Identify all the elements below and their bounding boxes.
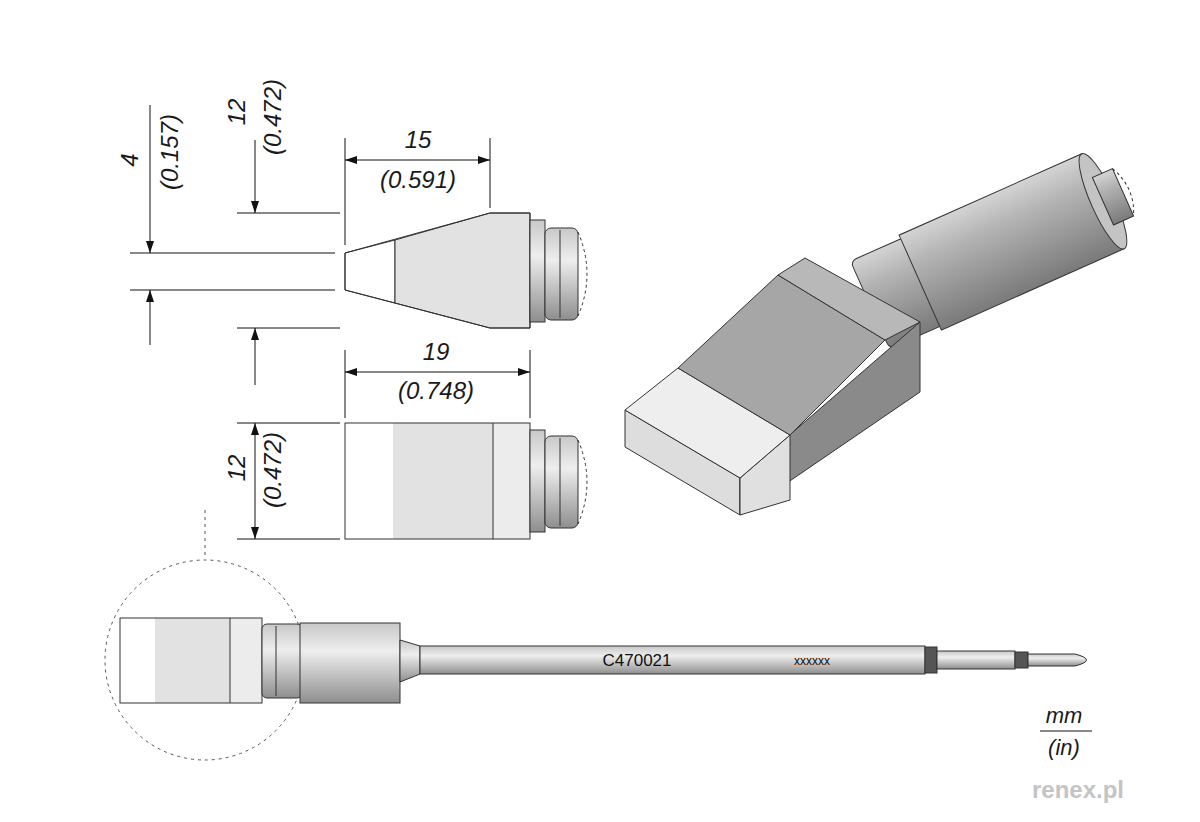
tip-top-view-part [578, 232, 587, 316]
tip-full-view-part [1015, 652, 1028, 668]
dimension-lines [130, 105, 1092, 731]
watermark: renex.pl [1032, 778, 1124, 802]
dimension-value: 4 [118, 153, 142, 166]
dimension-inch: (0.748) [398, 379, 474, 403]
tip-top-view [345, 213, 587, 328]
tip-full-view-part [1028, 654, 1087, 666]
dimension-value: 19 [423, 340, 450, 364]
tip-3d-view-part-part [1112, 166, 1139, 216]
dimension-value: 12 [225, 99, 249, 126]
tip-side-view-part [393, 423, 493, 539]
tip-full-view-part [120, 618, 262, 703]
tip-top-view-part [545, 228, 578, 320]
dimension-lines-part [255, 423, 256, 539]
tip-side-view-part [530, 430, 545, 532]
dimension-inch: (0.472) [261, 79, 285, 155]
tip-full-view-part [205, 510, 206, 558]
unit-label: mm [1046, 705, 1083, 727]
tip-full-view-part [230, 618, 262, 703]
dimension-value: 15 [405, 128, 432, 152]
dimension-lines-part [345, 372, 530, 373]
dimension-lines-part [130, 253, 335, 254]
dimension-inch: (0.591) [380, 168, 456, 192]
tip-top-view-part [560, 230, 561, 318]
dimension-lines-part [237, 328, 340, 329]
tip-full-view-part [155, 618, 230, 703]
tip-side-view-part [560, 438, 561, 526]
dimension-inch: (0.472) [261, 432, 285, 508]
dimension-lines-part [237, 539, 340, 540]
part-number: C470021 [602, 652, 671, 669]
tip-full-view-part [262, 624, 302, 698]
tip-top-view-part [345, 213, 530, 328]
tip-3d-view-part-part [1071, 149, 1135, 254]
tip-full-view-part [105, 560, 305, 760]
dimension-lines-part [530, 350, 531, 418]
tip-full-view [105, 510, 1087, 760]
tip-side-view-part [345, 423, 530, 539]
dimension-inch: (0.157) [158, 114, 182, 190]
tip-full-view-part [925, 647, 937, 673]
dimension-lines-part [255, 140, 256, 213]
tip-side-view-part [493, 423, 494, 539]
tip-3d-view-part-part [1092, 169, 1133, 225]
dimension-lines-part [237, 213, 340, 214]
serial-placeholder: xxxxxx [794, 655, 830, 667]
tip-full-view-part [120, 618, 155, 703]
dimension-value: 12 [225, 455, 249, 482]
dimension-lines-part [237, 423, 340, 424]
tip-full-view-part [420, 646, 925, 674]
dimension-lines-part [490, 138, 491, 208]
dimension-lines-part [150, 105, 151, 253]
tip-3d-view-part [778, 258, 920, 340]
tip-full-view-part [400, 640, 420, 682]
tip-side-view-part [578, 440, 587, 524]
tip-full-view-part [230, 618, 231, 703]
tip-top-view-part [530, 220, 545, 322]
tip-full-view-part [937, 651, 1015, 669]
dimension-lines-part [150, 290, 151, 345]
tip-full-view-part [300, 623, 400, 703]
dimension-lines-part [345, 350, 346, 418]
tip-top-view-part [345, 240, 395, 303]
tip-side-view-part [345, 423, 393, 539]
dimension-lines-part [345, 160, 490, 161]
tip-full-view-part [276, 626, 277, 696]
dimension-lines-part [1040, 731, 1092, 732]
dimension-lines-part [345, 138, 346, 245]
tip-3d-view [625, 142, 1150, 515]
dimension-lines-part [130, 290, 335, 291]
tip-side-view [345, 423, 587, 539]
tip-side-view-part [545, 436, 578, 528]
unit-label: (in) [1048, 737, 1080, 759]
tip-top-view-part [395, 213, 530, 328]
dimension-lines-part [255, 328, 256, 385]
tip-side-view-part [493, 423, 530, 539]
